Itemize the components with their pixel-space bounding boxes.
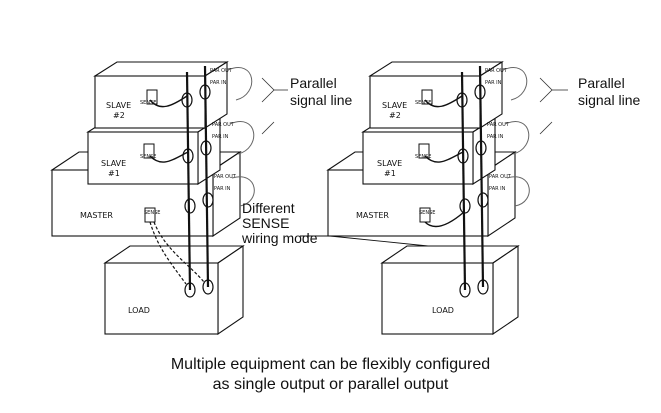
right-slave2-unit: [369, 61, 503, 129]
right-sense-label-2: SENSE: [415, 100, 431, 106]
right-load-label: LOAD: [432, 306, 454, 315]
left-parout-label-m: PAR OUT: [214, 174, 237, 180]
left-slave2-label: SLAVE#2: [106, 101, 131, 120]
right-master-label: MASTER: [356, 211, 389, 220]
right-parout-label-m: PAR OUT: [489, 174, 512, 180]
left-parin-label-1: PAR IN: [212, 134, 229, 140]
right-sense-label-m: SENSE: [419, 210, 435, 216]
left-master-label: MASTER: [80, 211, 113, 220]
right-stack: LOAD MASTER SLAVE#1: [326, 61, 568, 336]
left-sense-label-1: SENSE: [140, 154, 156, 160]
left-slave1-label: SLAVE#1: [101, 159, 126, 178]
right-load-unit: LOAD: [380, 244, 520, 336]
left-load-unit: LOAD: [103, 244, 245, 336]
left-parallel-signal-annotation: Parallel signal line: [290, 75, 352, 108]
caption-line-2: as single output or parallel output: [212, 376, 449, 393]
right-parout-label-1: PAR OUT: [487, 122, 510, 128]
left-parin-label-m: PAR IN: [214, 186, 231, 192]
right-sense-label-1: SENSE: [415, 154, 431, 160]
sense-callout-leader: [300, 235, 429, 247]
left-parin-label-2: PAR IN: [210, 80, 227, 86]
left-load-label: LOAD: [128, 306, 150, 315]
left-sense-label-2: SENSE: [140, 100, 156, 106]
right-slave2-label: SLAVE#2: [382, 101, 407, 120]
left-stack: LOAD MASTER SLAVE#1: [50, 61, 288, 336]
right-slave1-label: SLAVE#1: [377, 159, 402, 178]
caption-line-1: Multiple equipment can be flexibly confi…: [170, 356, 491, 373]
right-parout-label-2: PAR OUT: [485, 68, 508, 74]
right-parallel-signal-annotation: Parallel signal line: [578, 75, 640, 108]
left-sense-label-m: SENSE: [144, 210, 160, 216]
right-parin-label-1: PAR IN: [487, 134, 504, 140]
right-parin-label-2: PAR IN: [485, 80, 502, 86]
right-parin-label-m: PAR IN: [489, 186, 506, 192]
different-sense-annotation: Different SENSE wiring mode: [241, 200, 318, 246]
left-parout-label-2: PAR OUT: [210, 68, 233, 74]
left-parout-label-1: PAR OUT: [212, 122, 235, 128]
